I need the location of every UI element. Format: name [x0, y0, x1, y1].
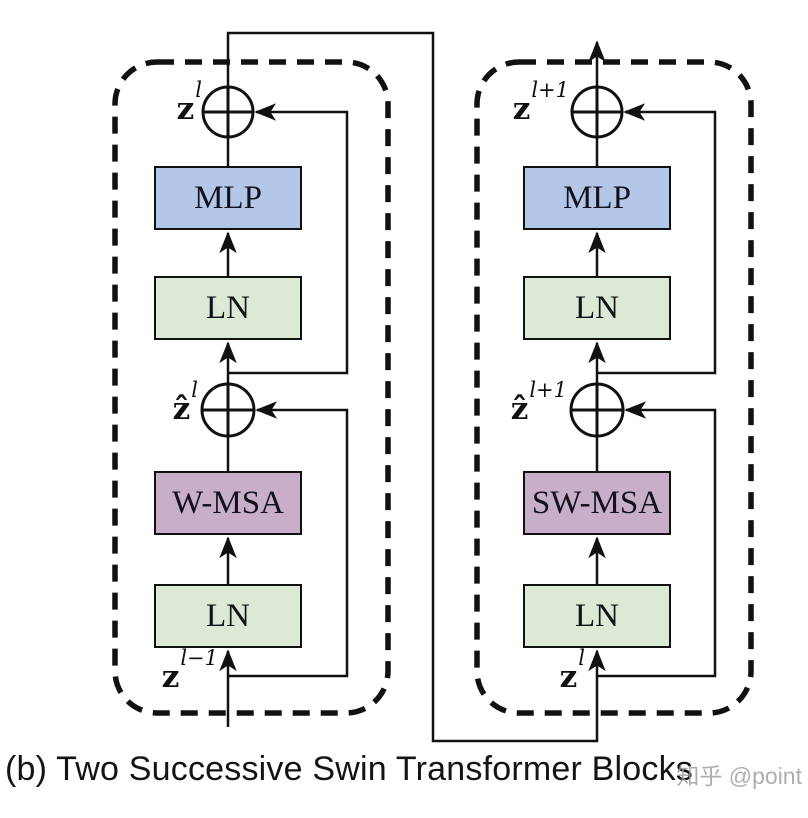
left-block-dashed-border: [112, 59, 391, 716]
wire-skip1-right: [597, 401, 717, 678]
wire-interblock-route: [226, 31, 606, 743]
wire-skip2-right: [597, 103, 717, 375]
label-sup: l: [191, 377, 198, 402]
label-sup: l+1: [529, 377, 567, 402]
mlp-box-left: MLP: [154, 166, 302, 230]
label-base: z: [512, 91, 531, 127]
output-tensor-label-left: zl: [176, 79, 202, 127]
label-sup: l: [578, 645, 585, 670]
add-node-hidden-left: [200, 382, 256, 438]
ln-bottom-box-right: LN: [523, 584, 671, 648]
right-block-dashed-border: [474, 59, 754, 716]
add-node-output-right: [570, 85, 624, 139]
watermark-text: 知乎 @point: [676, 763, 802, 789]
add-node-output-left: [201, 85, 255, 139]
input-tensor-label-right: zl: [559, 647, 585, 695]
wire-skip1-left: [228, 401, 349, 678]
wire-skip2-left: [228, 103, 349, 375]
output-tensor-label-right: zl+1: [512, 79, 569, 127]
ln-bottom-box-left: LN: [154, 584, 302, 648]
label-sup: l: [195, 77, 202, 102]
hidden-tensor-label-right: ẑl+1: [510, 379, 567, 427]
label-base: z: [559, 659, 578, 695]
label-base: z: [176, 91, 195, 127]
swmsa-box-right: SW-MSA: [523, 471, 671, 535]
label-base: ẑ: [172, 391, 191, 427]
hidden-tensor-label-left: ẑl: [172, 379, 198, 427]
mlp-box-right: MLP: [523, 166, 671, 230]
label-base: ẑ: [510, 391, 529, 427]
input-tensor-label-left: zl−1: [161, 647, 218, 695]
label-sup: l+1: [531, 77, 569, 102]
label-base: z: [161, 659, 180, 695]
wmsa-box-left: W-MSA: [154, 471, 302, 535]
ln-top-box-right: LN: [523, 276, 671, 340]
ln-top-box-left: LN: [154, 276, 302, 340]
figure-caption: (b) Two Successive Swin Transformer Bloc…: [5, 750, 693, 788]
label-sup: l−1: [180, 645, 218, 670]
add-node-hidden-right: [569, 382, 625, 438]
